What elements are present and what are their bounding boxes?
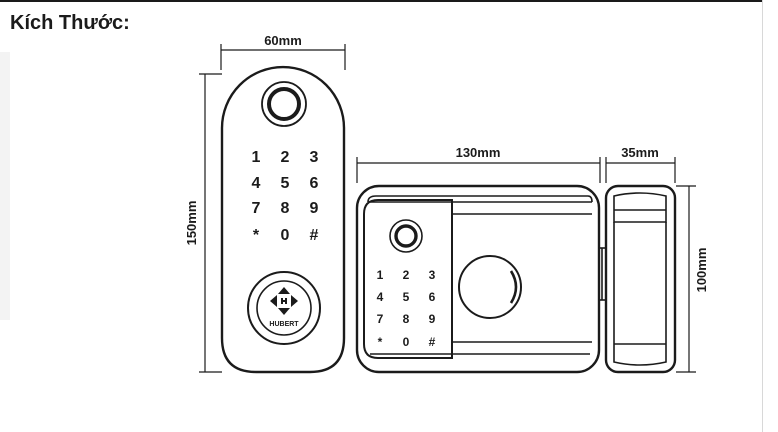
panel-key: 9	[310, 200, 319, 217]
panel-key: 6	[310, 175, 319, 192]
fingerprint-sensor-icon	[261, 81, 307, 127]
body-key: *	[378, 335, 383, 349]
body-keypad: 1 2 3 4 5 6 7 8 9 * 0 #	[377, 268, 436, 349]
panel-key: 4	[252, 175, 261, 192]
panel-key: *	[253, 227, 260, 244]
body-key: 3	[429, 268, 436, 282]
body-key: 4	[377, 290, 384, 304]
body-height-label: 100mm	[694, 248, 709, 293]
lock-body-outline	[355, 184, 601, 374]
section-heading: Kích Thước:	[10, 12, 130, 34]
strike-plate-inner	[613, 192, 667, 223]
body-key: 9	[429, 312, 436, 326]
brand-name: HUBERT	[269, 321, 299, 328]
strike-width-dimension	[605, 157, 676, 183]
panel-key: 1	[252, 149, 261, 166]
panel-keypad: 1 2 3 4 5 6 7 8 9 * 0 #	[252, 149, 319, 244]
strike-plate-outline	[604, 184, 677, 374]
body-key: 0	[403, 335, 410, 349]
panel-width-label: 60mm	[264, 33, 302, 48]
panel-width-dimension	[220, 44, 346, 70]
top-divider	[0, 0, 762, 2]
body-key: 6	[429, 290, 436, 304]
brand-emblem: HUBERT	[247, 271, 321, 345]
body-keypad-module	[363, 199, 453, 359]
panel-key: 3	[310, 149, 319, 166]
body-key: 1	[377, 268, 384, 282]
body-key: 5	[403, 290, 410, 304]
strike-plate-lower	[613, 222, 667, 366]
panel-key: 8	[281, 200, 290, 217]
body-height-dimension	[676, 185, 696, 373]
strike-width-label: 35mm	[621, 145, 659, 160]
panel-height-label: 150mm	[184, 201, 199, 246]
body-key: 2	[403, 268, 410, 282]
brand-logo-icon	[270, 287, 298, 315]
body-fingerprint-sensor-icon	[389, 219, 423, 253]
left-edge-strip	[0, 52, 10, 320]
panel-key: 5	[281, 175, 290, 192]
body-key: 7	[377, 312, 384, 326]
panel-height-dimension	[199, 73, 222, 373]
body-key: #	[429, 335, 436, 349]
body-key: 8	[403, 312, 410, 326]
body-side-notch	[598, 247, 606, 301]
right-edge-strip	[762, 0, 778, 432]
panel-key: 0	[281, 227, 290, 244]
panel-key: #	[310, 227, 319, 244]
body-width-label: 130mm	[456, 145, 501, 160]
lock-body-rail	[367, 195, 593, 203]
thumb-knob-icon	[458, 255, 522, 319]
front-panel-outline	[220, 65, 346, 374]
panel-key: 2	[281, 149, 290, 166]
panel-key: 7	[252, 200, 261, 217]
body-width-dimension	[356, 157, 601, 183]
